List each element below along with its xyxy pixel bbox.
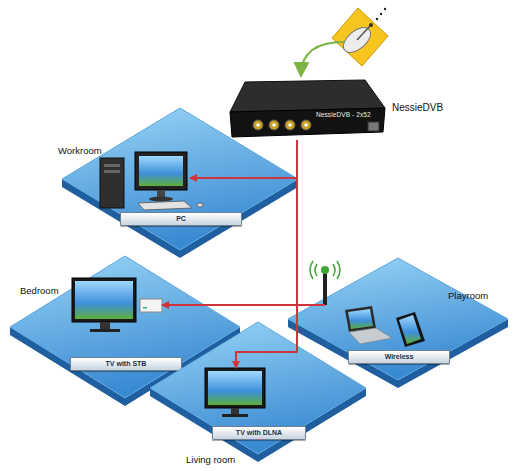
room-name: Workroom xyxy=(58,145,102,156)
platform-outline xyxy=(62,108,298,258)
f-connector xyxy=(253,120,263,130)
signal-dot xyxy=(380,13,382,15)
room-name: Playroom xyxy=(448,290,488,301)
device-print: NessieDVB - 2x52 xyxy=(316,111,371,118)
device-box: NessieDVBNessieDVB - 2x52 xyxy=(228,76,388,140)
room-platform: Living room TV with DLNA xyxy=(150,322,366,462)
f-connector xyxy=(301,120,311,130)
platform-top xyxy=(62,108,298,250)
platform-top xyxy=(150,322,366,454)
antenna-tip xyxy=(321,266,329,274)
dish-arm xyxy=(357,26,370,40)
connector-pin xyxy=(272,123,276,127)
dish-backdrop xyxy=(332,8,388,66)
device-label: Wireless xyxy=(348,350,450,364)
feed-arrow xyxy=(301,42,344,74)
room-platform: WorkroomPC xyxy=(62,108,298,258)
connector-pin xyxy=(304,123,308,127)
device-label: TV with DLNA xyxy=(212,426,306,440)
satellite-dish xyxy=(332,8,388,66)
signal-wave xyxy=(310,261,313,279)
signal-connector xyxy=(297,140,325,305)
dish-reflector xyxy=(339,23,375,57)
connector-pin xyxy=(256,123,260,127)
dish-lnb xyxy=(369,23,373,27)
signal-wave xyxy=(337,261,340,279)
f-connector xyxy=(269,120,279,130)
signal-wave xyxy=(315,264,317,276)
device-front xyxy=(230,108,385,137)
signal-dot xyxy=(384,8,386,10)
connector-pin xyxy=(288,123,292,127)
ethernet-port xyxy=(368,122,379,131)
device-name: NessieDVB xyxy=(392,102,443,113)
room-name: Bedroom xyxy=(20,285,59,296)
signal-wave xyxy=(333,264,335,276)
device-outline xyxy=(228,76,388,140)
signal-dot xyxy=(376,18,378,20)
device-label: PC xyxy=(120,212,242,226)
device-top xyxy=(230,80,385,112)
platform-outline xyxy=(150,322,366,462)
device-label: TV with STB xyxy=(70,357,182,371)
f-connector xyxy=(285,120,295,130)
room-name: Living room xyxy=(186,454,235,465)
